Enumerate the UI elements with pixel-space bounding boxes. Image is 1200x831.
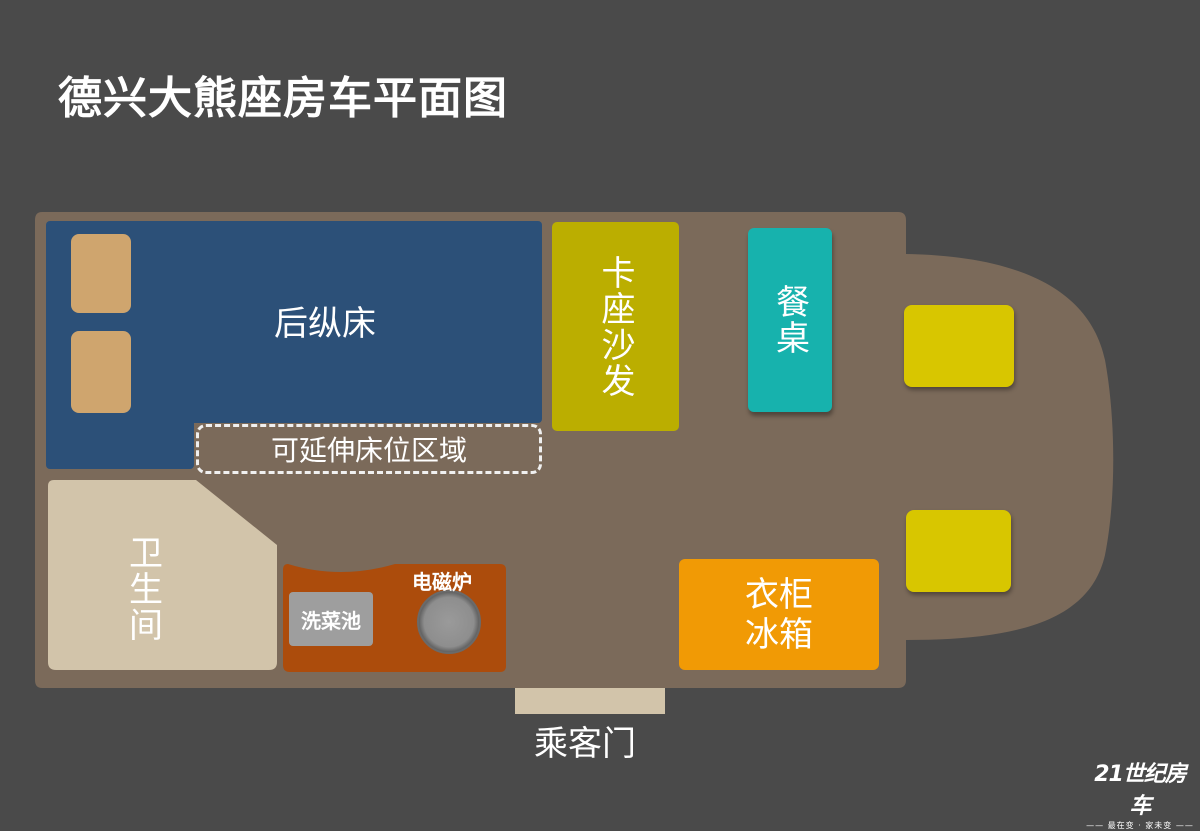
induction-cooker-label: 电磁炉 bbox=[412, 570, 472, 594]
dining-table: 餐桌 bbox=[748, 228, 832, 412]
bathroom-shape bbox=[48, 480, 277, 670]
sink: 洗菜池 bbox=[289, 592, 373, 646]
passenger-seat bbox=[906, 510, 1011, 592]
rear-bed-lower bbox=[46, 410, 194, 469]
pillow-bottom bbox=[71, 331, 131, 413]
bed-label: 后纵床 bbox=[274, 303, 376, 344]
page-title: 德兴大熊座房车平面图 bbox=[58, 73, 508, 124]
logo-tagline: —— 最在变 · 家未变 —— bbox=[1086, 821, 1194, 830]
induction-cooker-icon bbox=[417, 590, 481, 654]
wardrobe-fridge: 衣柜 冰箱 bbox=[679, 559, 879, 670]
logo-text: 21世纪房车 bbox=[1094, 762, 1187, 819]
logo: 21世纪房车 —— 最在变 · 家未变 —— bbox=[1084, 756, 1196, 831]
fridge-label: 冰箱 bbox=[745, 614, 813, 655]
pillow-top bbox=[71, 234, 131, 313]
extendable-bed-area: 可延伸床位区域 bbox=[196, 424, 542, 474]
passenger-door-label: 乘客门 bbox=[534, 724, 636, 764]
wardrobe-label: 衣柜 bbox=[745, 574, 813, 615]
driver-seat bbox=[904, 305, 1014, 387]
passenger-door bbox=[515, 688, 665, 714]
booth-sofa: 卡座沙发 bbox=[552, 222, 679, 431]
bathroom-label: 卫生间 bbox=[122, 535, 163, 643]
